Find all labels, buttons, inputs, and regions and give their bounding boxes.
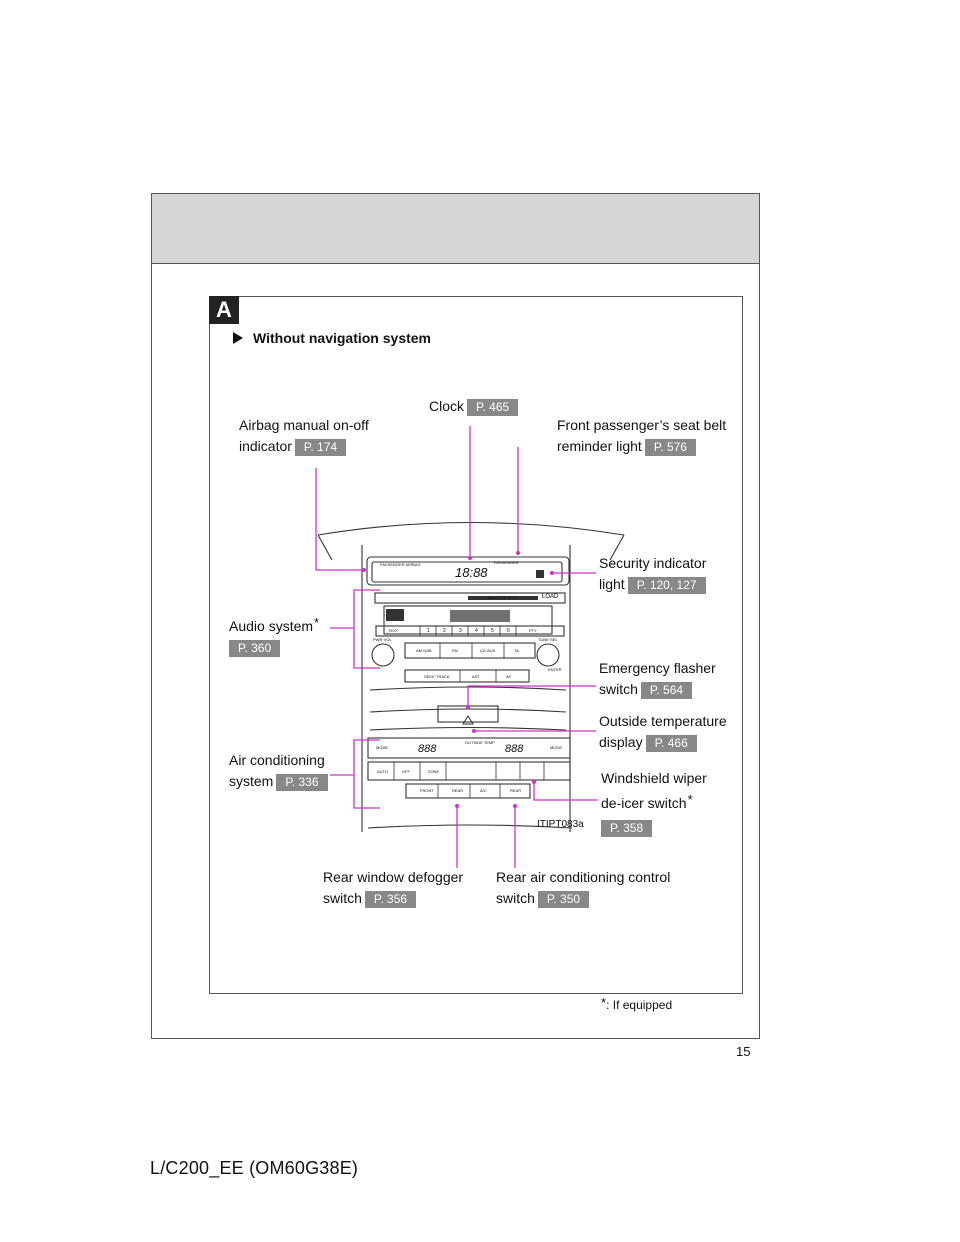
panel-af-label: AF <box>506 674 512 679</box>
page-ref-security: P. 120, 127 <box>627 577 706 594</box>
asterisk-mark: * <box>687 792 693 807</box>
panel-preset-6: 6 <box>507 628 510 634</box>
section-badge: A <box>209 296 239 324</box>
panel-multi-play-label: MULTI CD PLAY <box>488 595 518 600</box>
panel-temp-right-display: 888 <box>505 743 524 755</box>
footnote: *: If equipped <box>601 995 673 1012</box>
panel-front-label: FRONT <box>420 788 434 793</box>
document-code: L/C200_EE (OM60G38E) <box>150 1158 359 1178</box>
panel-seek-track-label: SEEK·TRACK <box>424 674 450 679</box>
header-band <box>152 194 759 264</box>
page-ref-defogger: P. 356 <box>364 891 417 908</box>
panel-rear-ac-label: REAR <box>510 788 522 793</box>
panel-ac-label: A/C <box>480 788 487 793</box>
panel-auto-label: AUTO <box>377 769 389 774</box>
callout-wiper: Windshield wiper de-icer switch* P. 358 <box>601 770 707 837</box>
subsection-title: Without navigation system <box>233 330 431 346</box>
page-ref-clock: P. 465 <box>467 399 519 416</box>
page-ref-emergency: P. 564 <box>640 682 693 699</box>
callout-audio: Audio system* P. 360 <box>229 615 320 657</box>
panel-airbag-label: PASSENGER AIRBAG <box>380 562 421 567</box>
panel-outside-temp-label: OUTSIDE TEMP <box>465 740 495 745</box>
panel-text-label: TEXT <box>388 628 399 633</box>
page-ref-seatbelt: P. 576 <box>644 439 696 456</box>
panel-mode-left-label: MODE <box>376 745 388 750</box>
panel-temp-left-display: 888 <box>418 743 437 755</box>
figure-id: ITIPT083a <box>537 819 584 830</box>
panel-clock-display: 18:88 <box>455 565 488 580</box>
callout-seatbelt: Front passenger’s seat belt reminder lig… <box>557 417 727 456</box>
page-ref-audio: P. 360 <box>229 640 281 657</box>
page-ref-aircon: P. 336 <box>276 774 328 791</box>
panel-ta-label: TA <box>514 648 519 653</box>
panel-cd-aux-label: CD·AUX <box>480 648 496 653</box>
page-ref-airbag: P. 174 <box>294 439 347 456</box>
panel-preset-3: 3 <box>459 628 462 634</box>
outer-frame <box>151 193 760 1039</box>
page-number: 15 <box>736 1044 751 1059</box>
panel-off-label: OFF <box>402 769 410 774</box>
asterisk-mark: * <box>314 615 320 630</box>
panel-pwr-vol-label: PWR·VOL <box>373 637 392 642</box>
panel-ast-label: AST <box>472 674 480 679</box>
asterisk-mark: * <box>601 995 607 1010</box>
panel-fm-label: FM <box>452 648 458 653</box>
panel-enter-label: ENTER <box>548 667 562 672</box>
panel-pty-label: PTY <box>529 628 537 633</box>
figure-frame <box>209 296 743 994</box>
panel-tune-sel-label: TUNE·SEL <box>538 637 558 642</box>
panel-preset-1: 1 <box>427 628 430 634</box>
panel-mode-right-label: MODE <box>550 745 562 750</box>
panel-preset-5: 5 <box>491 628 494 634</box>
panel-passenger-label: PASSENGER <box>494 560 519 565</box>
page-ref-rear-ac: P. 350 <box>537 891 590 908</box>
panel-preset-2: 2 <box>443 628 446 634</box>
panel-load-label: LOAD <box>542 594 559 600</box>
panel-am-dab-label: AM·DAB <box>416 648 432 653</box>
panel-rear-defog-label: REAR <box>452 788 464 793</box>
triangle-icon <box>233 332 243 344</box>
panel-preset-4: 4 <box>475 628 478 634</box>
page-ref-outside-temp: P. 466 <box>645 735 697 752</box>
page-ref-wiper: P. 358 <box>601 820 653 837</box>
panel-zone-label: ZONE <box>428 769 440 774</box>
